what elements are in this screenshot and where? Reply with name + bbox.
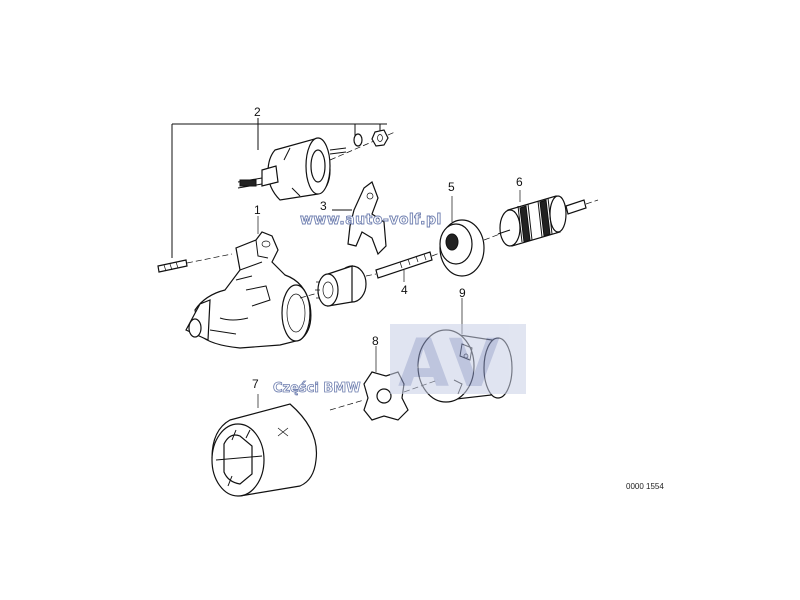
callout-2: 2 bbox=[254, 105, 261, 119]
callout-4: 4 bbox=[401, 283, 408, 297]
site-url-watermark: www.auto-volf.pl bbox=[300, 212, 442, 228]
callout-3: 3 bbox=[320, 199, 327, 213]
av-logo-text: AV bbox=[398, 325, 504, 402]
part-3-lever-pinion bbox=[299, 181, 387, 307]
figure-id: 0000 1554 bbox=[626, 482, 664, 491]
callout-6: 6 bbox=[516, 175, 523, 189]
callout-5: 5 bbox=[448, 180, 455, 194]
part-6-armature bbox=[497, 190, 599, 247]
callout-9: 9 bbox=[459, 286, 466, 300]
callout-8: 8 bbox=[372, 334, 379, 348]
parts-text-watermark: Części BMW bbox=[273, 381, 361, 396]
part-1-drive-housing bbox=[185, 216, 312, 349]
callout-1: 1 bbox=[254, 203, 261, 217]
part-5-bearing-plate bbox=[439, 196, 501, 277]
part-4-shaft bbox=[365, 251, 443, 282]
part-7-end-cover bbox=[211, 394, 318, 497]
part-2-solenoid bbox=[171, 118, 396, 258]
long-bolt bbox=[157, 253, 233, 273]
callout-7: 7 bbox=[252, 377, 259, 391]
av-logo-watermark: AV bbox=[390, 324, 526, 402]
